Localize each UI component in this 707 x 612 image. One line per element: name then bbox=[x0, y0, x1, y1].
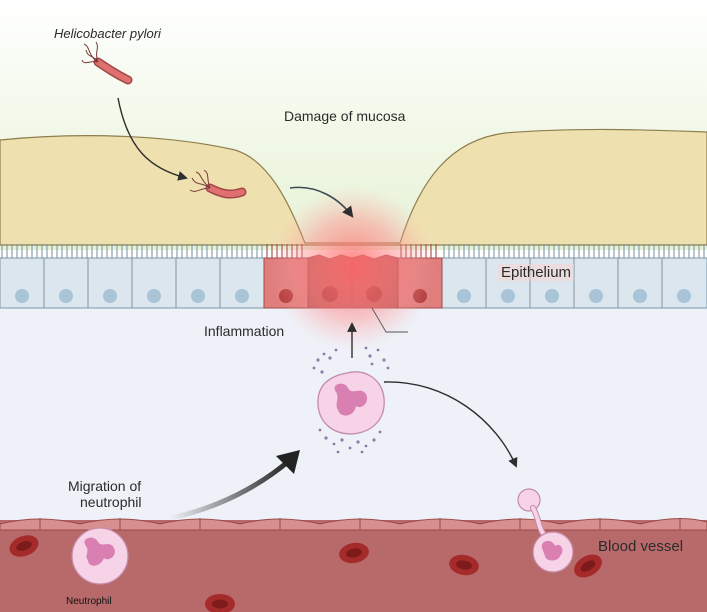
degranulating-neutrophil-icon bbox=[312, 346, 390, 454]
inflammation-label: Inflammation bbox=[204, 323, 285, 339]
epithelium-label: Epithelium bbox=[498, 264, 575, 281]
migration-label-line1: Migration of bbox=[68, 478, 142, 494]
bacteria-path-arrow bbox=[117, 97, 188, 181]
epithelium-pointer bbox=[371, 307, 408, 333]
damage-arrow bbox=[289, 186, 354, 218]
blood-vessel-label: Blood vessel bbox=[598, 538, 684, 555]
neutrophil-label: Neutrophil bbox=[66, 596, 112, 607]
neutrophil-icon bbox=[71, 527, 129, 585]
bacterium-icon bbox=[189, 169, 247, 199]
damage-label: Damage of mucosa bbox=[284, 108, 406, 124]
migration-label-line2: neutrophil bbox=[80, 494, 142, 510]
red-blood-cell-icon bbox=[9, 535, 602, 612]
circulation-arrow bbox=[383, 381, 518, 468]
bacterium-icon bbox=[81, 41, 133, 85]
bacterium-label: Helicobacter pylori bbox=[54, 26, 161, 41]
inflammation-glow bbox=[271, 186, 435, 350]
transmigrating-neutrophil-icon bbox=[517, 488, 574, 573]
migration-arrowhead bbox=[276, 450, 300, 474]
migration-arrow bbox=[169, 458, 292, 521]
